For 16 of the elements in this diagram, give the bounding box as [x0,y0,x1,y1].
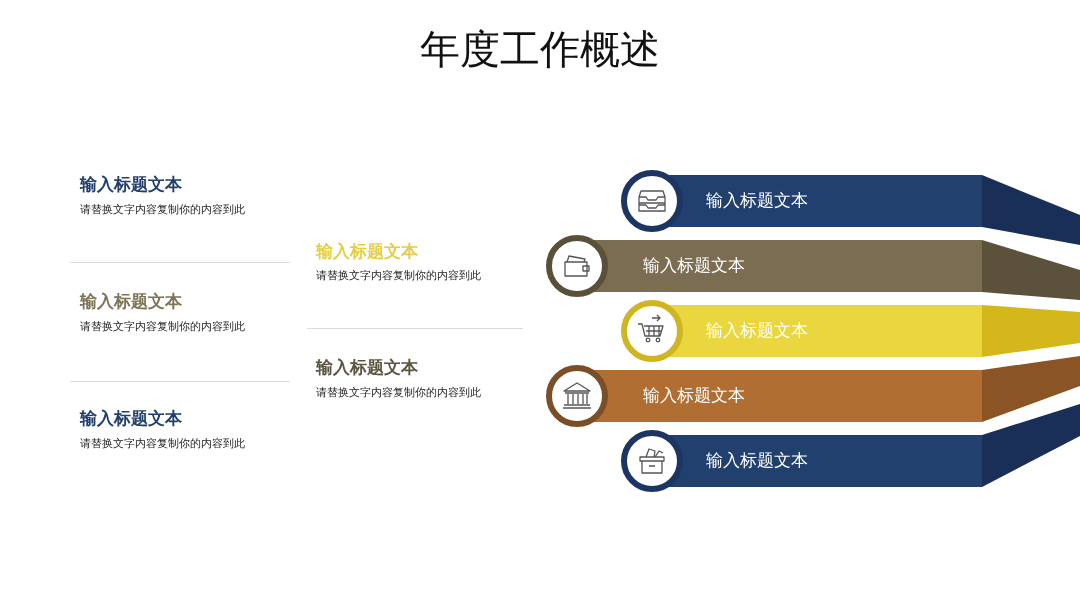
heading-text: 输入标题文本 [80,291,182,313]
band-title: 输入标题文本 [643,255,745,277]
heading-text: 输入标题文本 [80,408,182,430]
body-text: 请替换文字内容复制你的内容到此 [80,202,245,217]
body-text: 请替换文字内容复制你的内容到此 [316,385,481,400]
body-text: 请替换文字内容复制你的内容到此 [80,319,245,334]
band-title: 输入标题文本 [706,190,808,212]
heading-text: 输入标题文本 [316,357,418,379]
body-text: 请替换文字内容复制你的内容到此 [316,268,481,283]
body-text: 请替换文字内容复制你的内容到此 [80,436,245,451]
title: 年度工作概述 [419,25,661,73]
heading-text: 输入标题文本 [316,241,418,263]
band-title: 输入标题文本 [706,450,808,472]
heading-text: 输入标题文本 [80,174,182,196]
band-title: 输入标题文本 [643,385,745,407]
band-title: 输入标题文本 [706,320,808,342]
